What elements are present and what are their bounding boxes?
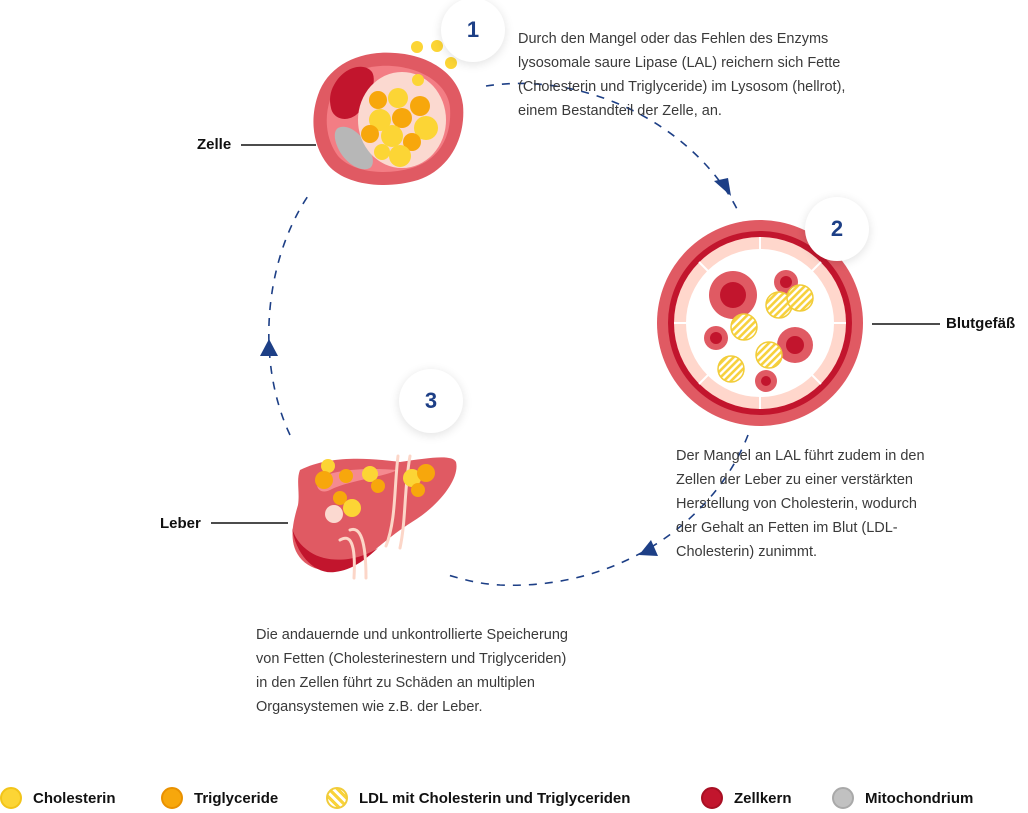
legend-item-nucleus: Zellkern — [701, 787, 792, 809]
step-badge-1: 1 — [441, 0, 505, 62]
cell-label: Zelle — [197, 136, 232, 153]
description-line: Organsystemen wie z.B. der Leber. — [256, 699, 483, 715]
arrow-path-3-to-1 — [268, 195, 309, 436]
description-line: der Gehalt an Fetten im Blut (LDL- — [676, 520, 898, 536]
description-line: Der Mangel an LAL führt zudem in den — [676, 448, 925, 464]
cell-fat-droplets — [361, 40, 457, 167]
vessel-wall-segments — [674, 237, 846, 409]
legend-label: LDL mit Cholesterin und Triglyceriden — [359, 789, 631, 807]
nucleus-dot-icon — [701, 787, 723, 809]
mitochondrion-icon — [334, 126, 373, 170]
step-2-description: Der Mangel an LAL führt zudem in den Zel… — [676, 444, 925, 564]
arrow-path-2-to-3 — [447, 434, 749, 586]
step-3-description: Die andauernde und unkontrollierte Speic… — [256, 623, 568, 719]
cholesterol-dot-icon — [0, 787, 22, 809]
liver-vessels — [338, 454, 412, 580]
description-line: Cholesterin) zunimmt. — [676, 544, 818, 560]
vessel-label: Blutgefäß — [946, 315, 1016, 332]
arrowhead-icon — [260, 339, 278, 356]
description-line: Die andauernde und unkontrollierte Speic… — [256, 627, 568, 643]
step-badge-3: 3 — [399, 369, 463, 433]
step-number: 2 — [830, 216, 844, 241]
legend-item-ldl: LDL mit Cholesterin und Triglyceriden — [326, 787, 630, 809]
triglyceride-dot-icon — [161, 787, 183, 809]
legend-label: Zellkern — [734, 789, 792, 807]
red-blood-cells — [704, 270, 813, 392]
ldl-particles — [717, 284, 814, 383]
legend-label: Cholesterin — [33, 789, 116, 807]
legend-label: Triglyceride — [194, 789, 279, 807]
description-line: von Fetten (Cholesterinestern und Trigly… — [256, 651, 567, 667]
step-1-description: Durch den Mangel oder das Fehlen des Enz… — [518, 27, 845, 123]
cell-illustration — [313, 40, 464, 185]
step-number: 1 — [466, 17, 480, 42]
legend-item-triglyceride: Triglyceride — [161, 787, 278, 809]
mitochondrion-dot-icon — [832, 787, 854, 809]
step-number: 3 — [424, 388, 438, 413]
cycle-arrows — [268, 82, 749, 586]
description-line: einem Bestandteil der Zelle, an. — [518, 103, 722, 119]
legend-item-mitochondrion: Mitochondrium — [832, 787, 973, 809]
description-line: (Cholesterin und Triglyceride) im Lysoso… — [518, 79, 846, 95]
arrowhead-icon — [714, 178, 731, 196]
legend-label: Mitochondrium — [865, 789, 974, 807]
description-line: Durch den Mangel oder das Fehlen des Enz… — [518, 31, 829, 47]
description-line: in den Zellen führt zu Schäden an multip… — [256, 675, 535, 691]
arrowhead-icon — [639, 540, 658, 556]
ldl-striped-dot-icon — [326, 787, 348, 809]
legend: Cholesterin Triglyceride LDL mit Cholest… — [0, 784, 1028, 812]
description-line: Herstellung von Cholesterin, wodurch — [676, 496, 917, 512]
description-line: Zellen der Leber zu einer verstärkten — [676, 472, 913, 488]
description-line: lysosomale saure Lipase (LAL) reichern s… — [518, 55, 841, 71]
liver-shadow — [292, 528, 378, 573]
legend-item-cholesterol: Cholesterin — [0, 787, 116, 809]
liver-fat-droplets — [315, 459, 435, 523]
step-badge-2: 2 — [805, 197, 869, 261]
blood-vessel-illustration — [657, 220, 863, 426]
liver-label: Leber — [160, 515, 201, 532]
liver-illustration — [292, 454, 457, 580]
